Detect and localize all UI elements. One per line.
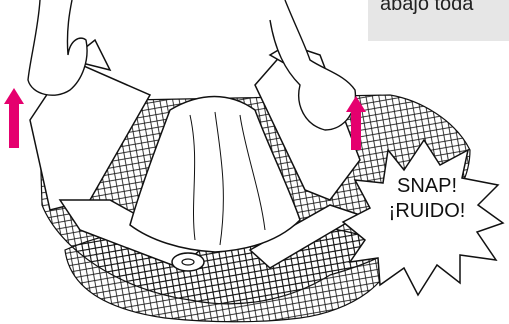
left-hand [27, 0, 88, 96]
up-arrow-icon [346, 96, 366, 150]
caption-box: abajo toda [368, 0, 509, 41]
snap-text: SNAP! [396, 175, 458, 197]
right-hand [269, 0, 357, 131]
center-fabric [129, 95, 301, 253]
caption-text: abajo toda [380, 0, 474, 15]
up-arrow-icon [4, 88, 24, 148]
ruido-text: ¡RUIDO! [388, 200, 466, 222]
snap-burst-text: SNAP! ¡RUIDO! [366, 174, 488, 224]
snap-burst [341, 138, 505, 297]
